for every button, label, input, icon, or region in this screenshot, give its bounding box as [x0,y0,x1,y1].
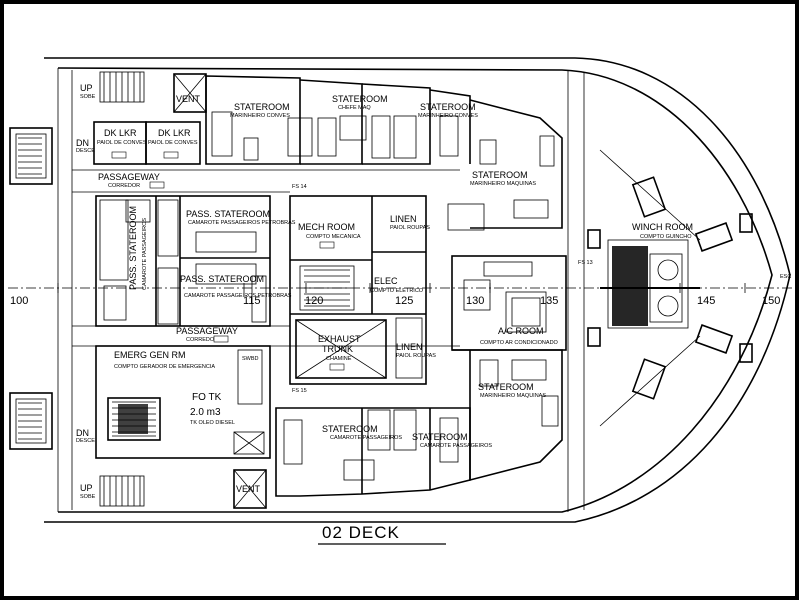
escape-label: ESC [780,274,791,280]
stateroom-5-sub: CAMAROTE PASSAGEIROS [330,435,402,441]
stateroom-6-sub: CAMAROTE PASSAGEIROS [420,443,492,449]
stateroom-4-sub: MARINHEIRO MAQUINAS [470,181,536,187]
bollards [587,176,753,400]
pass-stateroom-1-label: PASS. STATEROOM [186,209,270,219]
stair-port-fwd [9,127,53,185]
fs-13-label: FS 13 [578,260,593,266]
stair-inner-top [99,71,145,103]
dn-label-bottom: DN [76,428,89,438]
fs-14-label: FS 14 [292,184,307,190]
fo-tk-sub: TK OLEO DIESEL [190,420,235,426]
stateroom-3-sub: MARINHEIRO CONVES [418,113,478,119]
vent-bottom-label: VENT [236,484,261,494]
stateroom-1-label: STATEROOM [234,102,290,112]
dk-lkr-2-sub: PAIOL DE CONVES [148,140,198,146]
frame-130: 130 [466,295,484,307]
stair-inner-bottom [99,475,145,507]
dn-label-top: DN [76,138,89,148]
mech-room-label: MECH ROOM [298,222,355,232]
winch-room-sub: COMPTO GUINCHO [640,234,692,240]
stateroom-3-label: STATEROOM [420,102,476,112]
pass-stateroom-3-sub: CAMAROTE PASSAGEIROS [142,218,148,290]
stair-port-aft [9,392,53,450]
dk-lkr-2-label: DK LKR [158,128,191,138]
fo-tk-label: FO TK [192,392,222,403]
core-block [289,195,427,385]
pass-stateroom-2-sub: CAMAROTE PASSAGEIROS PETROBRAS [184,293,292,299]
pass-stateroom-1-sub: CAMAROTE PASSAGEIROS PETROBRAS [188,220,296,226]
passageway-1-sub: CORREDOR [108,183,140,189]
elec-sub: COMPTO ELETRICO [370,288,424,294]
top-stateroom-block [205,75,563,229]
sobe-label-bottom: SOBE [80,494,96,500]
linen-2-label: LINEN [396,342,423,352]
stateroom-1-sub: MARINHEIRO CONVES [230,113,290,119]
pass-stateroom-2-label: PASS. STATEROOM [180,274,264,284]
ac-room-sub: COMPTO AR CONDICIONADO [480,340,559,346]
pass-stateroom-3-label: PASS. STATEROOM [128,206,138,290]
pass-stateroom-block [95,195,271,327]
passageway-2-label: PASSAGEWAY [176,326,238,336]
stateroom-lower-label: STATEROOM [478,382,534,392]
dk-lkr-1-sub: PAIOL DE CONVES [97,140,147,146]
emerg-gen-label: EMERG GEN RM [114,350,186,360]
desce-label-bottom: DESCE [76,438,95,444]
vent-top-label: VENT [176,94,201,104]
stateroom-4-label: STATEROOM [472,170,528,180]
emerg-gen-room [95,345,271,459]
dk-lkr-1-label: DK LKR [104,128,137,138]
swbd-label: SWBD [242,356,259,362]
bottom-stateroom-block [275,407,471,497]
mech-room-sub: COMPTO MECANICA [306,234,361,240]
stateroom-6-label: STATEROOM [412,432,468,442]
frame-145: 145 [697,295,715,307]
vent-bottom-box [233,469,267,509]
stateroom-lower-sub: MARINHEIRO MAQUINAS [480,393,546,399]
deck-title: 02 DECK [322,523,400,542]
desce-label-top: DESCE [76,148,95,154]
linen-2-sub: PAIOL ROUPAS [396,353,436,359]
frame-120: 120 [305,295,323,307]
up-label-top: UP [80,83,93,93]
winch-room-label: WINCH ROOM [632,222,693,232]
sobe-label-top: SOBE [80,94,96,100]
exhaust-sub: CHAMINE [326,356,352,362]
linen-1-label: LINEN [390,214,417,224]
frame-125: 125 [395,295,413,307]
stateroom-2-label: STATEROOM [332,94,388,104]
hull-outline [44,57,791,523]
frame-150: 150 [762,295,780,307]
stateroom-2-sub: CHEFE MAQ [338,105,371,111]
up-label-bottom: UP [80,483,93,493]
dk-lkr-2-room [145,121,201,165]
fo-tk-capacity: 2.0 m3 [190,407,221,418]
linen-1-sub: PAIOL ROUPAS [390,225,430,231]
emerg-gen-sub: COMPTO GERADOR DE EMERGENCIA [114,364,215,370]
stateroom-5-label: STATEROOM [322,424,378,434]
lower-stateroom-block [452,349,563,482]
winch-room [600,239,700,329]
fs-15-label: FS 15 [292,388,307,394]
trunk-label: TRUNK [322,344,353,354]
passageway-2-sub: CORREDOR [186,337,218,343]
frame-100: 100 [10,295,28,307]
elec-label: ELEC [374,276,398,286]
passageway-1-label: PASSAGEWAY [98,172,160,182]
frame-135: 135 [540,295,558,307]
exhaust-label: EXHAUST [318,334,361,344]
ac-room-label: A/C ROOM [498,326,544,336]
